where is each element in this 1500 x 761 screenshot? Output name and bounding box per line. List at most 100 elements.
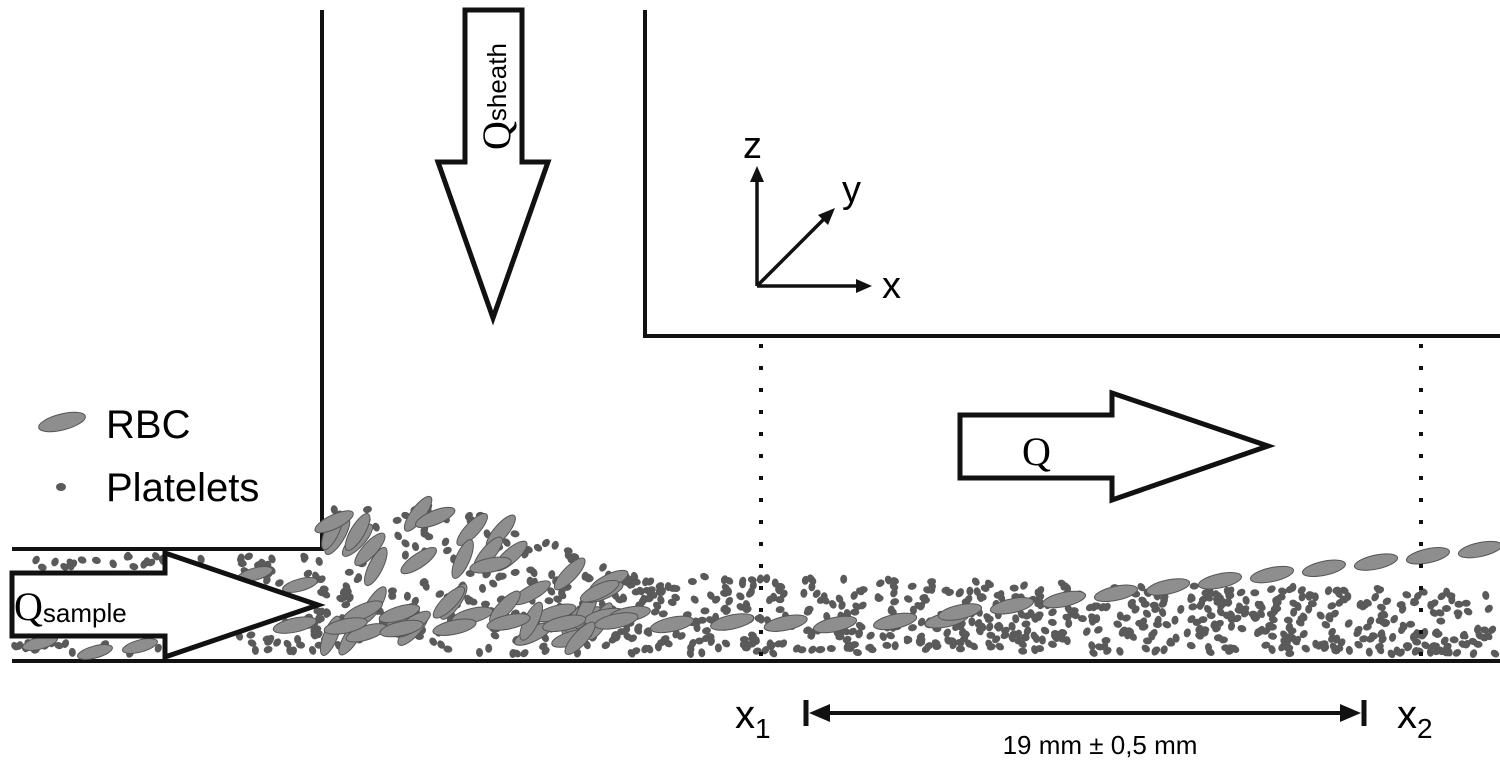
platelet bbox=[971, 577, 980, 586]
platelet bbox=[1272, 602, 1280, 612]
platelet bbox=[1475, 630, 1484, 640]
platelet bbox=[1469, 649, 1478, 658]
platelet bbox=[1381, 619, 1391, 628]
rbc-legend-marker bbox=[38, 411, 86, 433]
platelet bbox=[634, 623, 643, 632]
platelet bbox=[968, 617, 976, 627]
platelet bbox=[867, 646, 877, 654]
platelet bbox=[1009, 584, 1019, 592]
platelet bbox=[1266, 610, 1276, 618]
platelet bbox=[838, 601, 846, 610]
platelet bbox=[303, 569, 313, 578]
platelet bbox=[721, 639, 731, 648]
platelet bbox=[1166, 637, 1174, 647]
platelet bbox=[664, 639, 673, 648]
platelet bbox=[237, 556, 245, 565]
platelet bbox=[843, 609, 852, 618]
platelet bbox=[698, 648, 706, 658]
platelet bbox=[986, 622, 994, 632]
platelet bbox=[1366, 635, 1376, 643]
platelet bbox=[627, 649, 636, 658]
platelet bbox=[1177, 604, 1185, 614]
platelet bbox=[1376, 645, 1385, 655]
platelet bbox=[995, 642, 1005, 651]
particle-stream bbox=[11, 495, 1500, 660]
platelets-legend-label: Platelets bbox=[106, 466, 259, 510]
platelet bbox=[268, 554, 276, 564]
platelet bbox=[1160, 596, 1168, 605]
platelet bbox=[1426, 647, 1434, 657]
red-blood-cell bbox=[763, 614, 808, 632]
platelet bbox=[419, 577, 428, 587]
platelet bbox=[850, 608, 860, 616]
platelet bbox=[1113, 620, 1123, 628]
platelet bbox=[1267, 585, 1276, 593]
rbc-legend-label: RBC bbox=[106, 403, 190, 447]
platelet bbox=[1094, 626, 1103, 634]
platelet bbox=[891, 641, 899, 651]
platelet bbox=[978, 622, 987, 632]
platelet bbox=[1294, 601, 1302, 611]
platelet bbox=[848, 627, 857, 636]
platelet bbox=[801, 575, 809, 585]
platelet bbox=[570, 553, 580, 561]
platelet bbox=[1183, 628, 1191, 638]
platelet bbox=[1443, 587, 1451, 597]
platelet bbox=[1398, 604, 1407, 614]
platelet bbox=[654, 642, 662, 652]
platelet bbox=[1335, 589, 1343, 598]
platelet bbox=[403, 591, 411, 601]
platelet bbox=[512, 649, 522, 658]
platelet bbox=[842, 635, 852, 644]
platelet bbox=[1188, 603, 1198, 611]
platelet bbox=[485, 643, 493, 653]
platelet bbox=[441, 537, 450, 547]
dimension-right-arrowhead bbox=[1340, 704, 1361, 722]
platelet bbox=[1065, 619, 1073, 628]
sample-flow-label: Qsample bbox=[14, 584, 127, 629]
platelet bbox=[197, 554, 205, 564]
platelet bbox=[966, 586, 974, 596]
platelet bbox=[1316, 611, 1325, 620]
platelet bbox=[475, 648, 484, 657]
platelet bbox=[1116, 611, 1124, 621]
platelet bbox=[1035, 611, 1043, 621]
platelet bbox=[1001, 626, 1010, 635]
platelet bbox=[1298, 592, 1306, 602]
platelet bbox=[1216, 607, 1225, 617]
platelet bbox=[1116, 646, 1124, 656]
platelet bbox=[630, 572, 639, 581]
platelet bbox=[547, 587, 556, 596]
platelet bbox=[1437, 646, 1445, 656]
platelet bbox=[931, 639, 941, 647]
platelet bbox=[850, 641, 859, 649]
platelet bbox=[152, 552, 160, 561]
platelet bbox=[1344, 619, 1353, 628]
y-axis bbox=[755, 213, 830, 288]
red-blood-cell bbox=[314, 510, 354, 534]
platelet bbox=[1297, 586, 1306, 595]
platelet bbox=[1305, 591, 1315, 599]
platelet bbox=[858, 586, 868, 594]
platelet bbox=[315, 613, 323, 623]
red-blood-cell bbox=[553, 557, 586, 591]
platelet bbox=[497, 572, 507, 580]
platelet bbox=[490, 631, 500, 640]
platelet bbox=[739, 576, 747, 586]
platelet bbox=[1387, 649, 1396, 659]
platelet bbox=[1454, 610, 1462, 620]
red-blood-cell bbox=[379, 619, 424, 638]
platelet bbox=[1125, 627, 1135, 636]
x1-position-label: x1 bbox=[735, 693, 771, 744]
platelet bbox=[1402, 591, 1412, 599]
distance-dimension: 19 mm ± 0,5 mm bbox=[803, 700, 1367, 760]
y-axis-arrowhead bbox=[818, 208, 835, 225]
platelet bbox=[411, 542, 420, 552]
platelet bbox=[1278, 587, 1287, 595]
platelet bbox=[808, 645, 817, 654]
platelet bbox=[645, 644, 654, 654]
platelet bbox=[874, 594, 884, 602]
platelet bbox=[313, 607, 323, 615]
platelet bbox=[1305, 604, 1313, 614]
platelet bbox=[1365, 647, 1373, 657]
